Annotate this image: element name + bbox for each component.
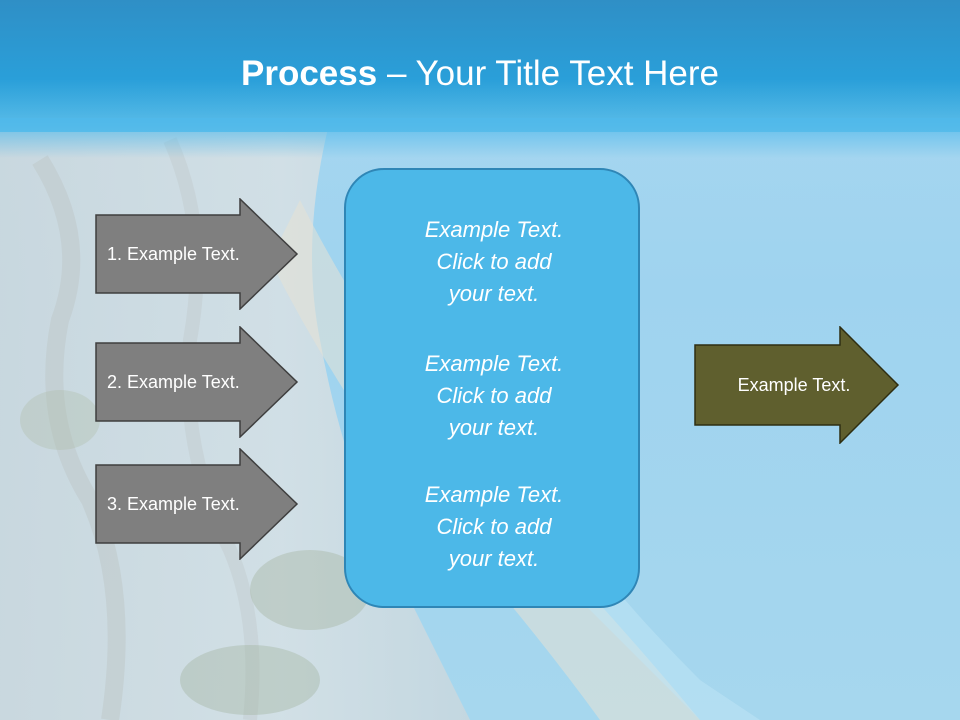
right-arrow-shape-icon: [95, 326, 299, 438]
result-arrow[interactable]: Example Text.: [694, 326, 900, 444]
right-arrow-shape-icon: [694, 326, 900, 444]
title-banner: [0, 0, 960, 132]
step-arrow-3[interactable]: 3. Example Text.: [95, 448, 299, 560]
step-arrow-2[interactable]: 2. Example Text.: [95, 326, 299, 438]
center-paragraph-3: Example Text. Click to add your text.: [424, 482, 564, 571]
center-paragraph-1: Example Text. Click to add your text.: [424, 217, 564, 306]
slide-title: Process – Your Title Text Here: [0, 50, 960, 98]
center-content-box[interactable]: Example Text. Click to add your text. Ex…: [344, 168, 640, 608]
step-label-1: 1. Example Text.: [107, 243, 240, 264]
step-label-3: 3. Example Text.: [107, 493, 240, 514]
right-arrow-shape-icon: [95, 198, 299, 310]
title-banner-fade: [0, 118, 960, 158]
right-arrow-shape-icon: [95, 448, 299, 560]
result-label: Example Text.: [737, 374, 851, 395]
step-label-2: 2. Example Text.: [107, 371, 240, 392]
slide-title-rest: – Your Title Text Here: [377, 54, 719, 93]
step-arrow-1[interactable]: 1. Example Text.: [95, 198, 299, 310]
slide-title-bold: Process: [241, 54, 378, 93]
center-paragraph-2: Example Text. Click to add your text.: [424, 351, 564, 440]
